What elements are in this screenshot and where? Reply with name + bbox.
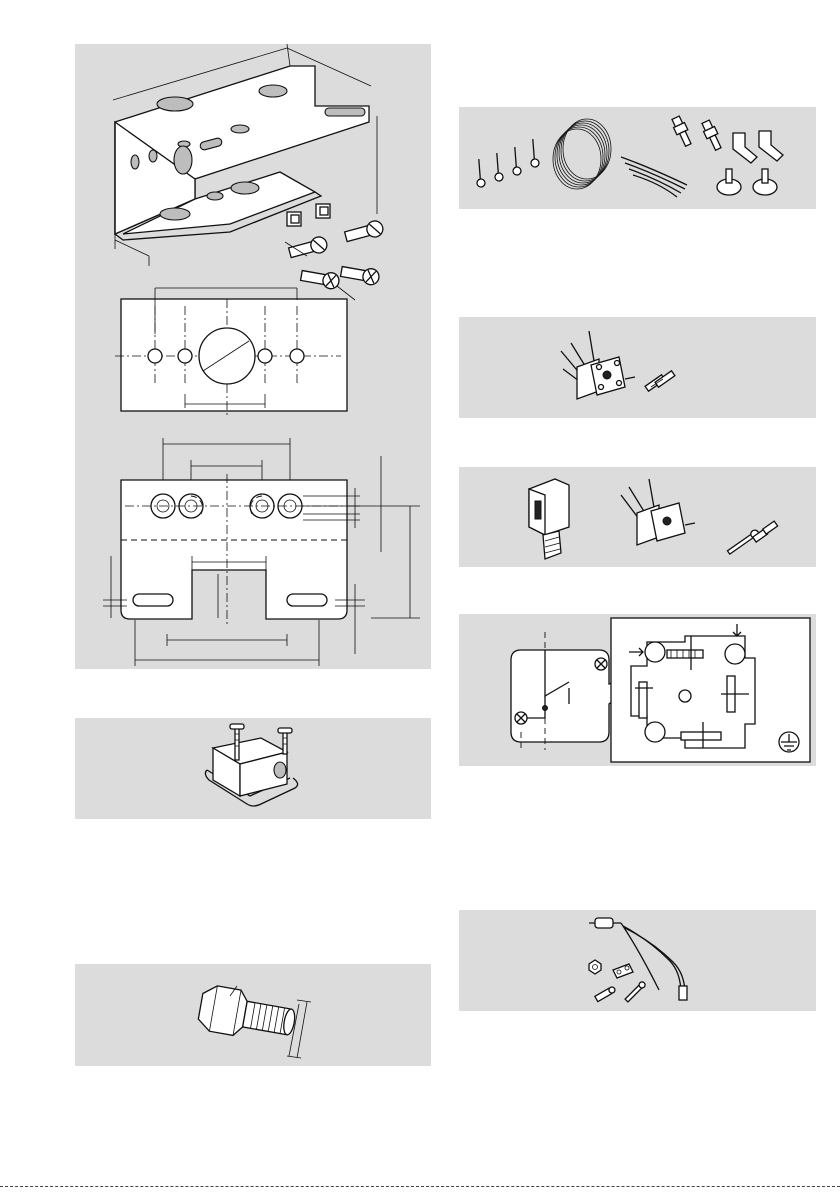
threaded-adapter-figure-panel: [75, 964, 431, 1066]
screws-tubing-kit-panel: [459, 107, 816, 209]
earth-lead-kit-panel: [459, 910, 816, 1011]
mounting-block-drawing: [75, 718, 431, 819]
plug-connector-drawing: [459, 317, 816, 418]
connector-insert: [621, 479, 695, 545]
cable-ties: [621, 157, 687, 197]
plug-connector-panel: [459, 317, 816, 418]
cable-socket-housing: [529, 479, 569, 559]
bracket-plate-front-view: [115, 288, 347, 416]
wood-screws-group: [473, 139, 540, 188]
cable-socket-kit-drawing: [459, 467, 816, 567]
cable-socket-kit-panel: [459, 467, 816, 567]
hose-fittings: [670, 115, 783, 195]
screws-tubing-kit-drawing: [459, 107, 816, 209]
bracket-figure-panel: [75, 44, 431, 669]
bracket-isometric-view: [113, 44, 377, 266]
coiled-tubing: [553, 119, 611, 189]
wiring-diagram-panel: [459, 614, 816, 766]
mounting-bracket-drawing: [75, 44, 431, 669]
earth-lead-kit-drawing: [459, 910, 816, 1011]
page-bottom-edge: [0, 1186, 840, 1187]
connector-screws: [726, 521, 777, 556]
bracket-plate-bottom-view: [103, 438, 420, 666]
threaded-adapter-drawing: [75, 964, 431, 1066]
mounting-block-figure-panel: [75, 718, 431, 819]
terminal-detail: [611, 618, 810, 762]
bracket-screws-and-nuts: [285, 204, 385, 300]
wiring-diagram-drawing: [459, 614, 816, 766]
